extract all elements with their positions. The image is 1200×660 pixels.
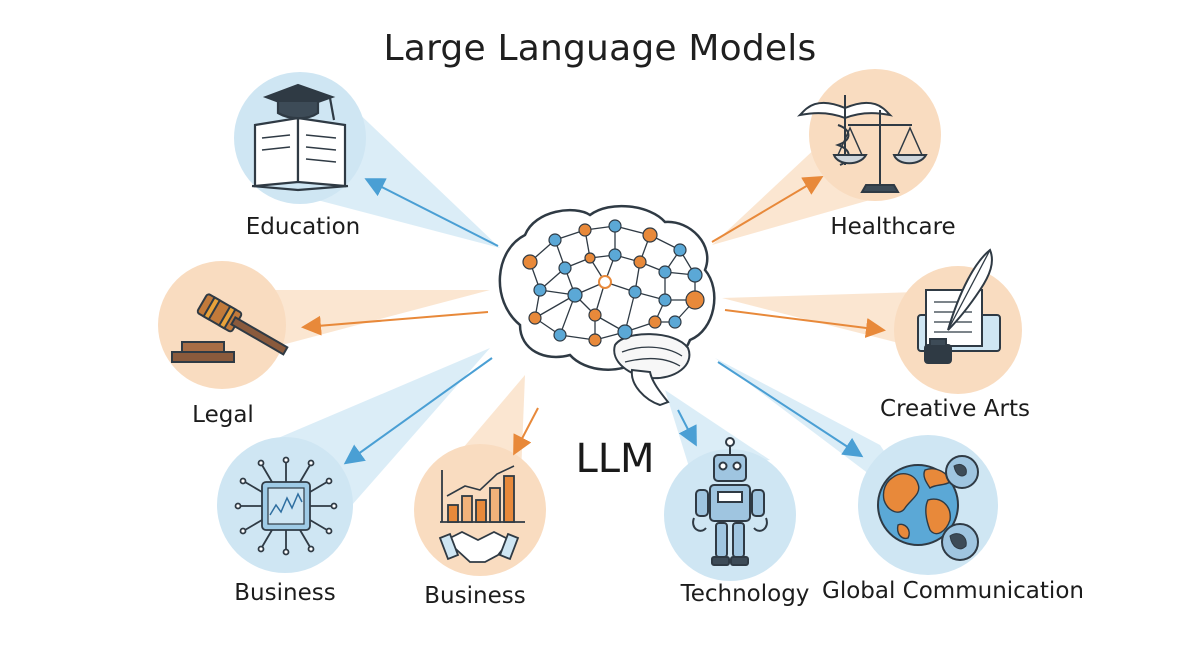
beam-legal: [225, 290, 490, 360]
gavel-icon: [171, 293, 289, 363]
label-education: Education: [245, 214, 361, 240]
arrows: [301, 175, 886, 465]
arrow-creative-arts: [724, 309, 886, 338]
arrow-education: [364, 178, 499, 247]
caduceus-scales-icon: [796, 95, 928, 193]
beam-technology: [665, 390, 770, 470]
arrow-healthcare: [711, 175, 824, 243]
arrow-legal: [301, 311, 489, 336]
growth-chart-handshake-icon: [438, 465, 525, 563]
label-creative-arts: Creative Arts: [880, 396, 1030, 422]
center-label: LLM: [575, 436, 655, 482]
diagram-title: Large Language Models: [383, 28, 817, 69]
label-healthcare: Healthcare: [830, 214, 956, 240]
label-technology: Technology: [680, 581, 810, 607]
globe-icon: [877, 455, 979, 561]
arrow-business-chip: [343, 357, 493, 465]
brain-icon: [498, 204, 716, 407]
arrow-business-growth: [513, 407, 539, 456]
label-global-communication: Global Communication: [822, 578, 1084, 604]
quill-inkwell-icon: [917, 248, 1001, 364]
robot-icon: [692, 437, 768, 566]
label-business-growth: Business: [424, 583, 526, 609]
label-legal: Legal: [192, 402, 254, 428]
arrow-technology: [677, 409, 697, 447]
circle-healthcare: [809, 69, 941, 201]
book-graduation-cap-icon: [251, 83, 349, 192]
circuit-chip-icon: [234, 456, 338, 556]
label-business-chip: Business: [234, 580, 336, 606]
arrow-global: [717, 361, 864, 458]
